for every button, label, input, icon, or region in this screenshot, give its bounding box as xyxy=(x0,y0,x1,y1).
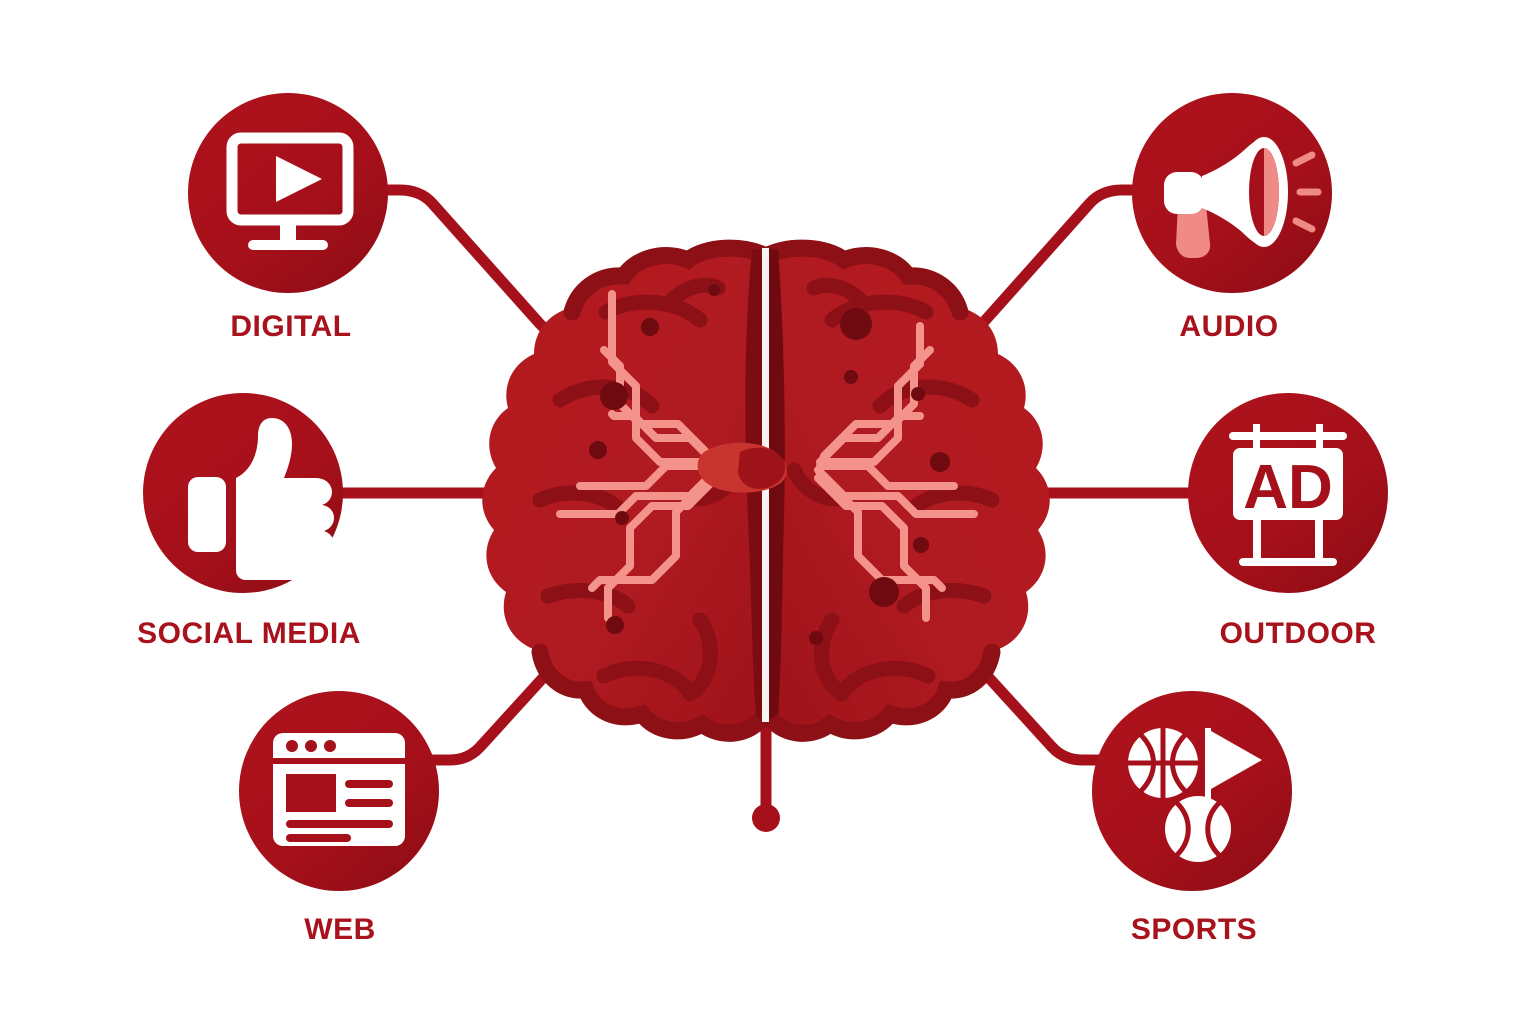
brain-left-rim-lower xyxy=(531,643,769,742)
node-outdoor[interactable]: AD xyxy=(1188,393,1388,593)
sports-balls-icon xyxy=(1128,728,1262,862)
brain-trace-nodes xyxy=(589,284,950,645)
monitor-play-icon xyxy=(226,132,354,250)
brain-right-rim-lower xyxy=(763,643,1001,742)
basketball-icon xyxy=(1128,728,1198,798)
label-digital: DIGITAL xyxy=(230,310,352,343)
browser-window-icon xyxy=(273,733,405,846)
label-sports: SPORTS xyxy=(1130,913,1258,946)
label-social-media: SOCIAL MEDIA xyxy=(137,617,361,650)
node-digital[interactable] xyxy=(188,93,388,293)
brain-right-gyri xyxy=(786,277,1000,702)
thumbs-up-icon xyxy=(188,418,334,580)
billboard-ad-icon: AD xyxy=(1229,424,1347,566)
brain-circuit-traces xyxy=(556,290,978,622)
baseball-icon xyxy=(1165,796,1231,862)
node-audio[interactable] xyxy=(1132,93,1332,293)
node-web[interactable] xyxy=(239,691,439,891)
brain-left-rim xyxy=(563,239,775,321)
label-outdoor: OUTDOOR xyxy=(1219,617,1377,650)
label-web: WEB xyxy=(304,913,376,946)
pennant-flag-icon xyxy=(1205,728,1262,800)
label-audio: AUDIO xyxy=(1179,310,1279,343)
megaphone-icon xyxy=(1164,137,1322,258)
brain-circuit-hub xyxy=(697,442,787,493)
node-sports[interactable] xyxy=(1092,691,1292,891)
brain-graphic xyxy=(482,239,1050,742)
brain-right-rim xyxy=(757,239,969,321)
billboard-ad-text: AD xyxy=(1243,453,1333,522)
node-social-media[interactable] xyxy=(143,393,343,593)
